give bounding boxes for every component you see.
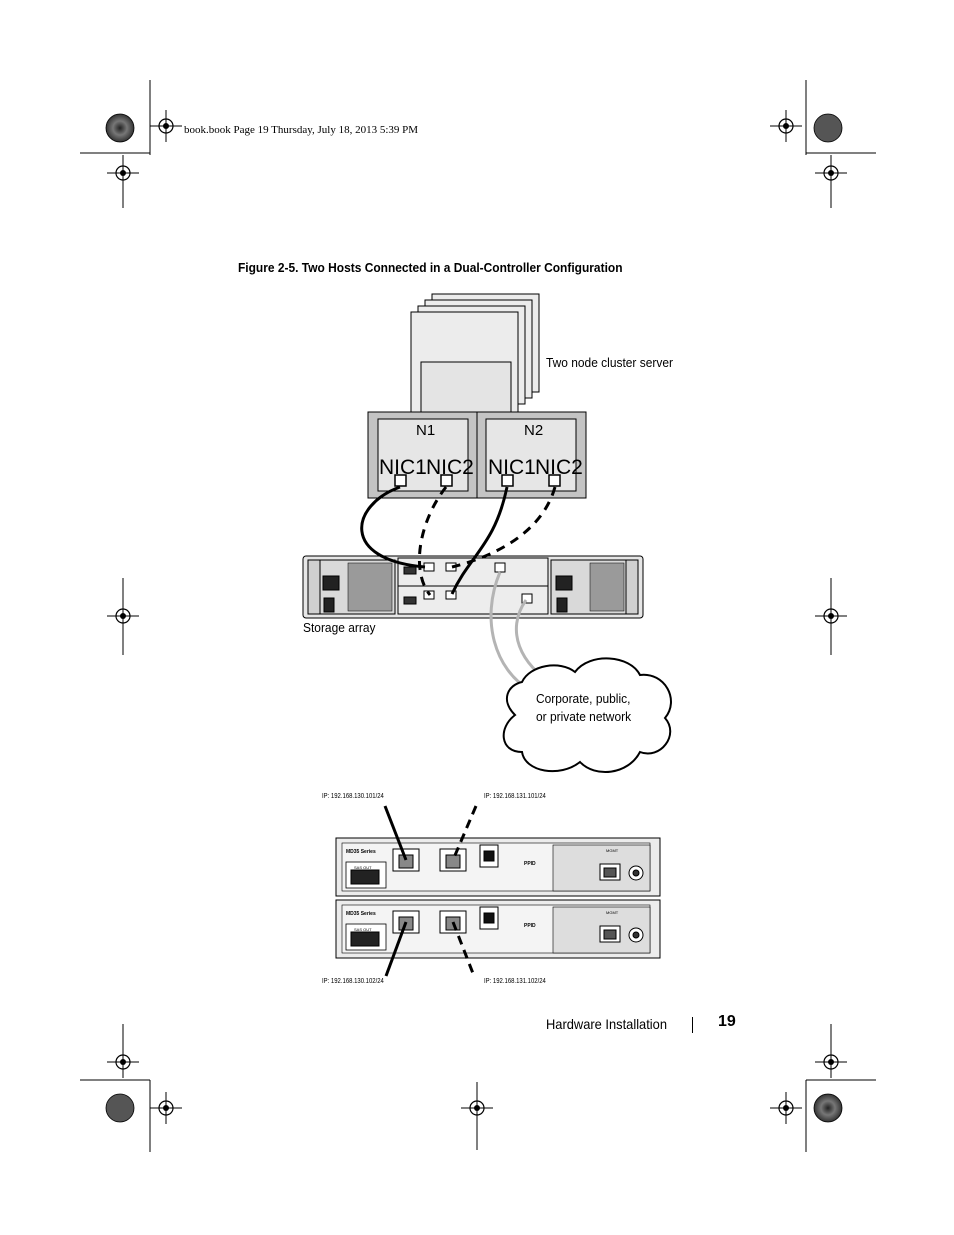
controller-module-bottom: [335, 899, 661, 959]
network-label-line1: Corporate, public,: [536, 691, 631, 706]
connection-diagram: N1 NIC1 NIC2 N2 NIC1 NIC2: [302, 293, 672, 774]
top-sas-out-label: SAS OUT: [354, 865, 372, 870]
ip-bottom-left: IP: 192.168.130.102/24: [322, 978, 384, 985]
footer-divider: [692, 1017, 693, 1033]
ip-bottom-right: IP: 192.168.131.102/24: [484, 978, 546, 985]
cluster-server-stack: [410, 293, 540, 413]
ip-top-right: IP: 192.168.131.101/24: [484, 793, 546, 800]
n2-nic2-port: [548, 474, 561, 487]
bottom-ppid-label: PPID: [524, 923, 536, 929]
controller-module-top: [335, 837, 661, 897]
page-number: 19: [718, 1013, 736, 1030]
figure-caption: Figure 2-5. Two Hosts Connected in a Dua…: [238, 260, 623, 275]
node-n2: [476, 411, 587, 499]
cluster-server-label: Two node cluster server: [546, 355, 673, 370]
storage-array-label: Storage array: [303, 620, 376, 635]
n1-nic2-label: NIC2: [426, 456, 474, 479]
n1-label: N1: [416, 422, 435, 439]
detail-cables: [383, 805, 478, 977]
bottom-series-label: MD35 Series: [346, 911, 376, 917]
node-n1: [367, 411, 478, 499]
n1-nic2-port: [440, 474, 453, 487]
top-mgmt-label: MGMT: [606, 848, 619, 853]
print-header: book.book Page 19 Thursday, July 18, 201…: [184, 124, 419, 136]
footer-section-title: Hardware Installation: [546, 1016, 667, 1032]
color-rosettes: [105, 113, 843, 1123]
top-ppid-label: PPID: [524, 861, 536, 867]
bottom-sas-out-label: SAS OUT: [354, 927, 372, 932]
storage-array: [302, 555, 644, 619]
network-label-line2: or private network: [536, 709, 632, 724]
n1-nic1-label: NIC1: [379, 456, 427, 479]
n2-nic2-label: NIC2: [535, 456, 583, 479]
network-cloud: [502, 657, 672, 774]
n2-nic1-port: [501, 474, 514, 487]
bottom-mgmt-label: MGMT: [606, 910, 619, 915]
top-series-label: MD35 Series: [346, 849, 376, 855]
n2-nic1-label: NIC1: [488, 456, 536, 479]
host-cables: [360, 485, 557, 596]
controller-detail: MD35 Series MD35 Series SAS OUT SAS OUT …: [335, 805, 661, 977]
n2-label: N2: [524, 422, 543, 439]
n1-nic1-port: [394, 474, 407, 487]
ip-top-left: IP: 192.168.130.101/24: [322, 793, 384, 800]
